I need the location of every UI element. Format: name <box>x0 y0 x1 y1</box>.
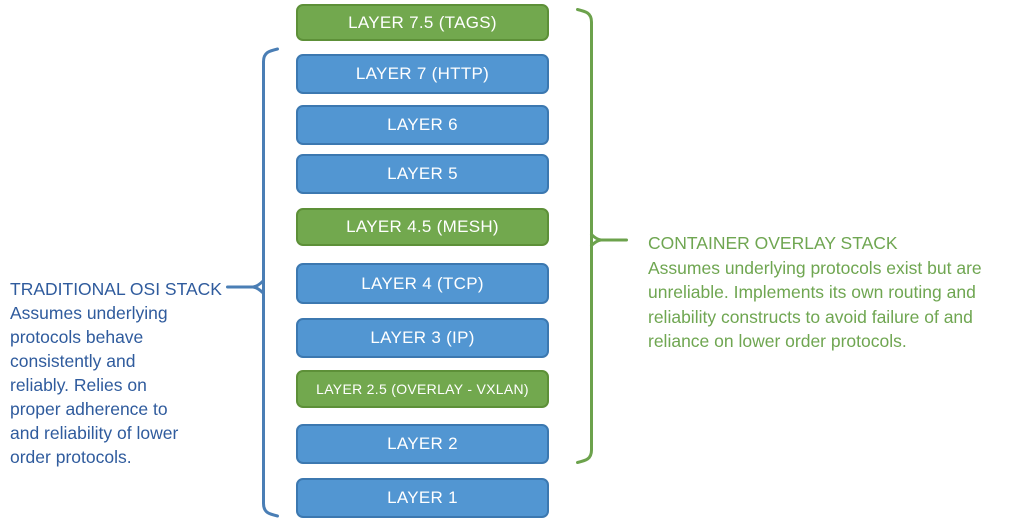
overlay-annotation: CONTAINER OVERLAY STACK Assumes underlyi… <box>648 231 1024 354</box>
layer-box-1: LAYER 1 <box>296 478 549 518</box>
layer-box-label: LAYER 2 <box>387 434 458 453</box>
layer-box-2: LAYER 2 <box>296 424 549 464</box>
layer-box-6: LAYER 6 <box>296 105 549 145</box>
layer-box-label: LAYER 4 (TCP) <box>361 273 484 293</box>
layer-box-4: LAYER 4 (TCP) <box>296 263 549 304</box>
overlay-annotation-title: CONTAINER OVERLAY STACK <box>648 233 898 253</box>
layer-box-label: LAYER 1 <box>387 488 458 507</box>
layer-box-label: LAYER 7.5 (TAGS) <box>348 12 497 32</box>
layer-box-5: LAYER 5 <box>296 154 549 194</box>
layer-box-2-5: LAYER 2.5 (OVERLAY - VXLAN) <box>296 370 549 408</box>
layer-box-7: LAYER 7 (HTTP) <box>296 54 549 94</box>
overlay-annotation-body: Assumes underlying protocols exist but a… <box>648 257 982 352</box>
layer-box-label: LAYER 5 <box>387 164 458 183</box>
osi-annotation-body: Assumes underlying protocols behave cons… <box>10 303 179 467</box>
layer-box-label: LAYER 7 (HTTP) <box>355 64 490 83</box>
osi-annotation-title: TRADITIONAL OSI STACK <box>10 279 222 299</box>
osi-annotation: TRADITIONAL OSI STACK Assumes underlying… <box>10 277 245 469</box>
layer-box-label: LAYER 6 <box>387 115 458 134</box>
layer-box-label: LAYER 4.5 (MESH) <box>346 217 499 236</box>
layer-box-3: LAYER 3 (IP) <box>296 318 549 358</box>
layer-box-label: LAYER 3 (IP) <box>370 328 475 347</box>
layer-box-4-5: LAYER 4.5 (MESH) <box>296 208 549 246</box>
layer-box-7-5: LAYER 7.5 (TAGS) <box>296 4 549 41</box>
overlay-bracket <box>576 8 628 464</box>
layer-box-label: LAYER 2.5 (OVERLAY - VXLAN) <box>316 381 529 397</box>
